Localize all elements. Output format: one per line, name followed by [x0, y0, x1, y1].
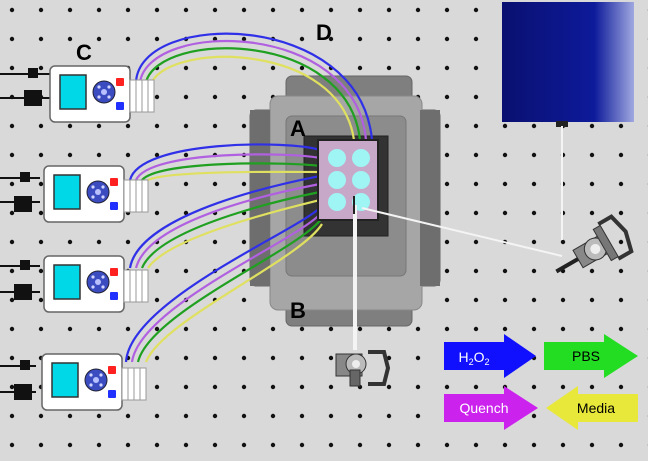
label-d: D: [316, 20, 332, 45]
light-beam-diagonal: [361, 207, 563, 257]
syringe-pump-4: [0, 353, 147, 411]
syringe-pump-3: [0, 255, 149, 313]
light-source-port: [556, 121, 568, 127]
label-b: B: [290, 298, 306, 323]
well-plate: [317, 139, 379, 221]
well-5: [328, 193, 346, 211]
light-source: [502, 2, 634, 122]
label-a: A: [290, 116, 306, 141]
syringe-pump-1: [0, 65, 155, 123]
well-4: [352, 171, 370, 189]
arrow-h2o2: H2O2: [444, 334, 536, 378]
arrow-media: Media: [546, 386, 638, 430]
well-1: [328, 149, 346, 167]
tubing-bundle: [124, 32, 374, 363]
microscope-objective-icon: [335, 350, 391, 387]
well-3: [328, 171, 346, 189]
arrow-pbs: PBS: [544, 334, 638, 378]
arrow-media-label: Media: [577, 400, 615, 416]
label-c: C: [76, 40, 92, 65]
arrow-quench-label: Quench: [459, 400, 508, 416]
camera-mount-icon: [555, 214, 634, 274]
arrow-h2o2-label: H2O2: [458, 349, 489, 367]
arrow-pbs-label: PBS: [572, 348, 600, 364]
syringe-pump-2: [0, 165, 149, 223]
arrow-quench: Quench: [444, 386, 538, 430]
well-2: [352, 149, 370, 167]
